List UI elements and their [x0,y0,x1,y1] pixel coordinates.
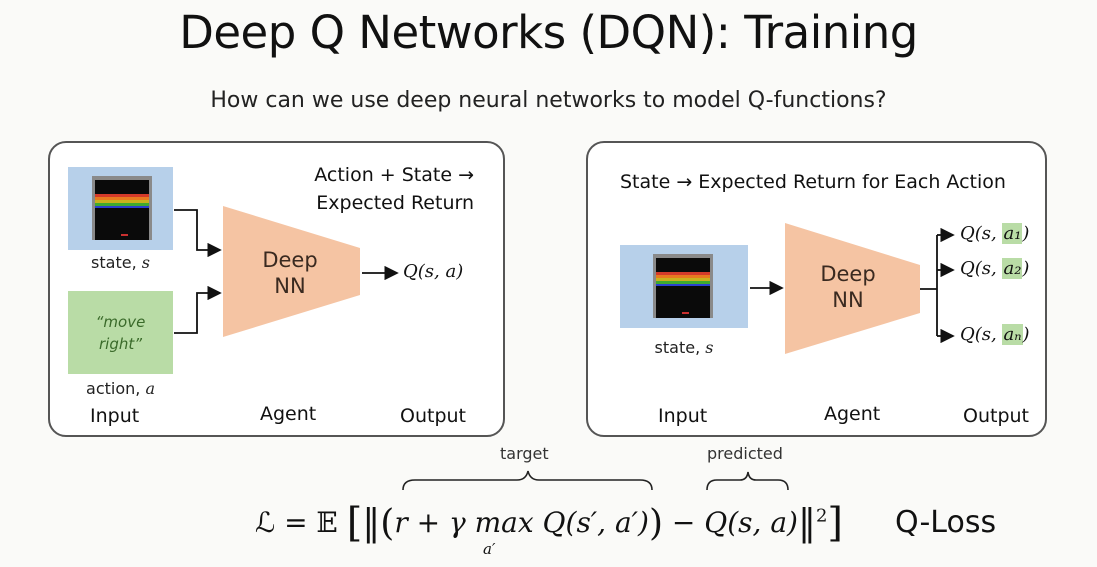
footer-agent-label: Agent [824,403,881,425]
q-loss-label: Q-Loss [895,505,997,540]
deep-nn-trapezoid [785,223,920,354]
state-connector-arrow [174,209,222,258]
max-subscript: a′ [483,540,496,558]
action-text-line2: right” [98,335,142,353]
left-heading-line1: Action + State → [314,164,474,186]
left-heading-line2: Expected Return [316,192,474,214]
action-input-box: “move right” [68,291,173,374]
right-panel-heading: State → Expected Return for Each Action [620,171,1006,193]
right-diagram-graphics [750,223,955,354]
state-label: state, s [91,253,150,272]
state-input-box [620,245,748,328]
loss-exponent: 2 [815,505,828,527]
left-panel-heading: Action + State → Expected Return [306,161,474,217]
footer-agent-label: Agent [260,403,317,425]
q-output-a2: Q(s, a₂) [960,258,1030,279]
target-label: target [500,444,549,463]
predicted-label: predicted [707,444,783,463]
footer-output-label: Output [963,405,1029,427]
action-connector-arrow [174,285,222,334]
action-text-line1: “move [95,313,146,331]
formula-braces [402,470,789,491]
loss-lhs: ℒ = 𝔼 [255,506,338,539]
left-diagram-graphics [174,206,399,337]
footer-input-label: Input [658,405,708,427]
q-loss-formula: ℒ = 𝔼 [‖(r + γ max Q(s′, a′)) − Q(s, a)‖… [255,500,844,546]
q-value-output: Q(s, a) [403,261,464,282]
breakout-game-frame [653,254,713,318]
slide-subtitle: How can we use deep neural networks to m… [210,88,887,113]
slide-title: Deep Q Networks (DQN): Training [179,6,918,59]
q-output-an: Q(s, aₙ) [960,324,1030,345]
right-panel-state-only: State → Expected Return for Each Action … [586,141,1047,437]
predicted-brace [706,471,789,491]
deep-nn-trapezoid [223,206,360,337]
state-input-box [68,167,173,250]
footer-input-label: Input [90,405,140,427]
breakout-game-frame [92,176,152,240]
predicted-expression: Q(s, a) [704,506,798,539]
action-label: action, a [86,379,155,398]
left-panel-action-state: Action + State → Expected Return state, … [48,141,505,437]
target-brace [402,470,653,491]
footer-output-label: Output [400,405,466,427]
target-expression: r + γ max Q(s′, a′) [394,506,649,539]
state-label: state, s [654,338,714,357]
q-output-a1: Q(s, a₁) [960,223,1030,244]
